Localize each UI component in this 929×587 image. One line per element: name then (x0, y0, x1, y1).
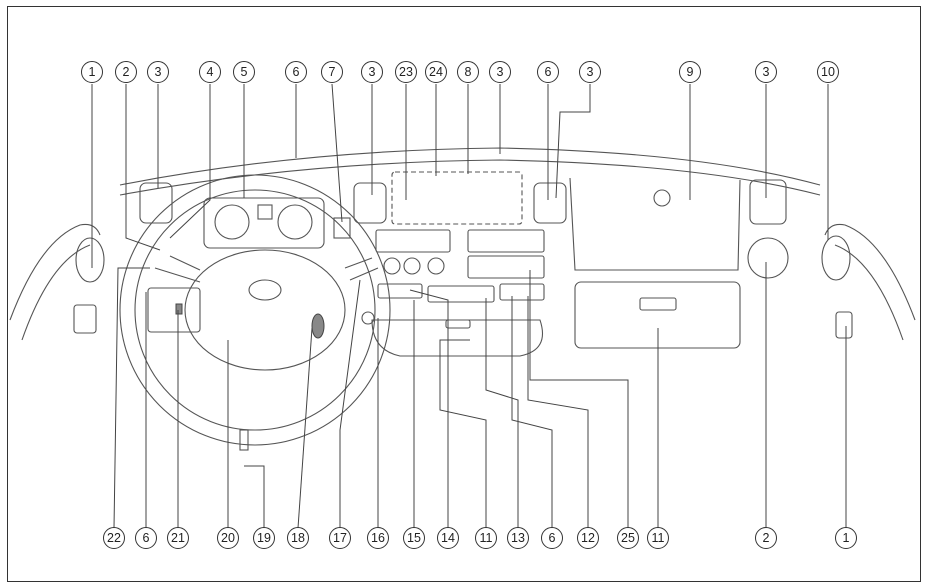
air-vent (139, 179, 789, 279)
svg-text:16: 16 (371, 531, 385, 545)
callout: 3 (361, 61, 383, 83)
callout: 4 (199, 61, 221, 83)
callout: 17 (329, 527, 351, 549)
right-door-panel (821, 223, 916, 341)
svg-text:3: 3 (155, 65, 162, 79)
svg-text:8: 8 (465, 65, 472, 79)
svg-text:2: 2 (763, 531, 770, 545)
callout: 14 (437, 527, 459, 549)
svg-text:3: 3 (497, 65, 504, 79)
svg-text:1: 1 (89, 65, 96, 79)
svg-text:10: 10 (821, 65, 835, 79)
callout: 15 (403, 527, 425, 549)
callout: 11 (647, 527, 669, 549)
steering-wheel (119, 174, 391, 451)
svg-text:3: 3 (587, 65, 594, 79)
diagram-frame (7, 6, 921, 582)
callout: 18 (287, 527, 309, 549)
svg-text:3: 3 (763, 65, 770, 79)
svg-text:2: 2 (123, 65, 130, 79)
callouts-bottom: 22 6 21 20 19 18 17 16 15 14 11 13 6 12 … (103, 527, 857, 549)
center-console (361, 171, 545, 329)
callout: 5 (233, 61, 255, 83)
svg-text:12: 12 (581, 531, 595, 545)
svg-text:7: 7 (329, 65, 336, 79)
svg-text:6: 6 (549, 531, 556, 545)
svg-text:19: 19 (257, 531, 271, 545)
callout: 6 (285, 61, 307, 83)
callout: 19 (253, 527, 275, 549)
callout: 24 (425, 61, 447, 83)
callout: 2 (755, 527, 777, 549)
svg-text:14: 14 (441, 531, 455, 545)
callout: 1 (81, 61, 103, 83)
svg-text:25: 25 (621, 531, 635, 545)
svg-text:6: 6 (545, 65, 552, 79)
leader-lines-bottom (113, 262, 847, 529)
callout: 1 (835, 527, 857, 549)
svg-text:20: 20 (221, 531, 235, 545)
svg-text:18: 18 (291, 531, 305, 545)
svg-text:6: 6 (143, 531, 150, 545)
svg-text:21: 21 (171, 531, 185, 545)
left-door-panel (9, 223, 105, 341)
callout: 20 (217, 527, 239, 549)
svg-text:15: 15 (407, 531, 421, 545)
svg-text:1: 1 (843, 531, 850, 545)
callout: 11 (475, 527, 497, 549)
callout: 2 (115, 61, 137, 83)
svg-text:17: 17 (333, 531, 347, 545)
callout: 21 (167, 527, 189, 549)
svg-text:5: 5 (241, 65, 248, 79)
svg-text:11: 11 (652, 531, 665, 545)
callouts-top: 1 2 3 4 5 6 7 3 23 24 8 3 6 3 9 3 10 (81, 61, 839, 83)
callout: 6 (135, 527, 157, 549)
callout: 8 (457, 61, 479, 83)
callout: 25 (617, 527, 639, 549)
svg-text:9: 9 (687, 65, 694, 79)
callout: 12 (577, 527, 599, 549)
instrument-cluster (203, 197, 325, 249)
callout: 16 (367, 527, 389, 549)
callout: 3 (579, 61, 601, 83)
callout: 23 (395, 61, 417, 83)
svg-text:22: 22 (107, 531, 121, 545)
svg-text:6: 6 (293, 65, 300, 79)
callout: 9 (679, 61, 701, 83)
callout: 10 (817, 61, 839, 83)
leader-lines-top (91, 83, 829, 268)
svg-text:13: 13 (511, 531, 525, 545)
svg-text:23: 23 (399, 65, 413, 79)
svg-text:24: 24 (429, 65, 443, 79)
callout: 6 (537, 61, 559, 83)
callout: 3 (147, 61, 169, 83)
callout: 7 (321, 61, 343, 83)
svg-text:4: 4 (207, 65, 214, 79)
svg-text:11: 11 (480, 531, 493, 545)
svg-text:3: 3 (369, 65, 376, 79)
callout: 22 (103, 527, 125, 549)
callout: 3 (489, 61, 511, 83)
callout: 6 (541, 527, 563, 549)
callout: 13 (507, 527, 529, 549)
callout: 3 (755, 61, 777, 83)
